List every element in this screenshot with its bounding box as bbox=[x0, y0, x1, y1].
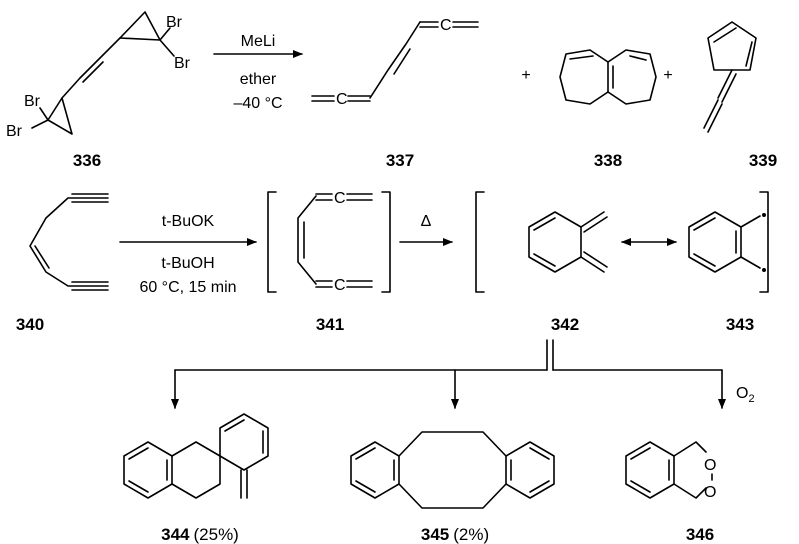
compound-label: 346 bbox=[686, 525, 714, 544]
compound-label: 344(25%) bbox=[161, 525, 239, 544]
bromine-atom: Br bbox=[174, 55, 191, 72]
plus-sign: + bbox=[521, 67, 530, 84]
compound-341: C C 341 bbox=[267, 190, 391, 334]
heat-symbol: Δ bbox=[421, 213, 432, 230]
solvent-text: ether bbox=[240, 71, 277, 88]
temperature-text: –40 °C bbox=[233, 95, 282, 112]
oxygen-atom: O bbox=[704, 484, 716, 501]
compound-label: 339 bbox=[749, 151, 777, 170]
compound-345: 345(2%) bbox=[350, 431, 555, 544]
reaction-arrow-2: t-BuOK t-BuOH 60 °C, 15 min bbox=[119, 213, 257, 296]
compound-346: O O 346 bbox=[625, 441, 716, 544]
branch-arrows: O2 bbox=[171, 339, 755, 409]
carbon-atom: C bbox=[334, 190, 346, 207]
compound-label: 336 bbox=[73, 151, 101, 170]
compound-339: 339 bbox=[703, 21, 777, 170]
oxygen-atom: O bbox=[704, 457, 716, 474]
bromine-atom: Br bbox=[6, 123, 23, 140]
bromine-atom: Br bbox=[24, 93, 41, 110]
compound-340: 340 bbox=[16, 193, 109, 334]
compound-336: Br Br Br Br 336 bbox=[6, 11, 191, 170]
compound-337: C C 337 bbox=[311, 17, 479, 170]
conditions-text: 60 °C, 15 min bbox=[139, 279, 236, 296]
carbon-atom: C bbox=[440, 17, 452, 34]
compound-label: 340 bbox=[16, 315, 44, 334]
compound-label: 341 bbox=[316, 315, 344, 334]
oxygen-reagent: O2 bbox=[736, 385, 755, 405]
heat-arrow: Δ bbox=[399, 213, 453, 246]
reagent-text: MeLi bbox=[241, 33, 276, 50]
compound-label: 342 bbox=[551, 315, 579, 334]
compound-label: 337 bbox=[386, 151, 414, 170]
solvent-text: t-BuOH bbox=[161, 255, 214, 272]
bromine-atom: Br bbox=[166, 14, 183, 31]
reaction-arrow-1: MeLi ether –40 °C bbox=[213, 33, 303, 112]
plus-sign: + bbox=[663, 67, 672, 84]
compound-label: 345(2%) bbox=[421, 525, 489, 544]
compound-label: 343 bbox=[726, 315, 754, 334]
compound-label: 338 bbox=[594, 151, 622, 170]
carbon-atom: C bbox=[334, 277, 346, 294]
compound-338: 338 bbox=[559, 49, 657, 170]
carbon-atom: C bbox=[336, 91, 348, 108]
compound-342: 342 bbox=[475, 191, 769, 334]
base-text: t-BuOK bbox=[162, 213, 215, 230]
compound-343: 343 bbox=[688, 211, 766, 334]
compound-344: 344(25%) bbox=[123, 413, 269, 544]
